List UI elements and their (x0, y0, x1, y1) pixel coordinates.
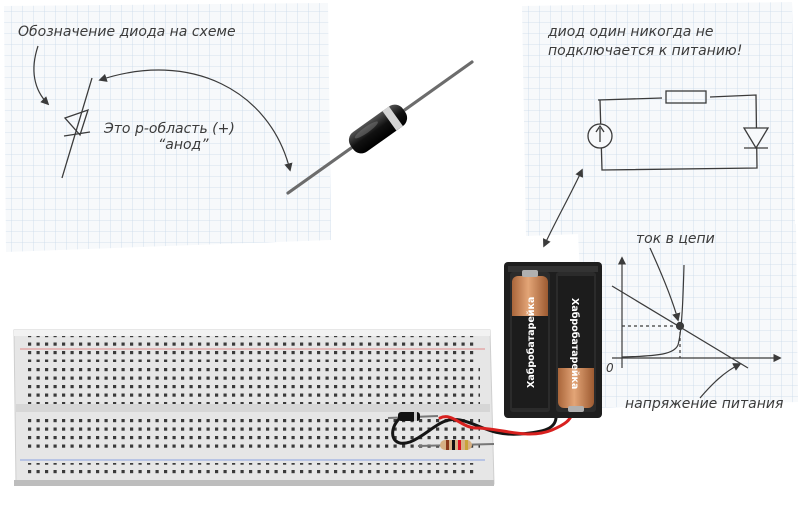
warning-note-line1: диод один никогда не (547, 24, 714, 40)
paper-sheet-right (522, 2, 798, 408)
breadboard (13, 329, 495, 486)
diode-component (286, 60, 474, 195)
black-wire (391, 416, 558, 445)
breadboard-resistor (417, 440, 495, 450)
warning-note-line2: подключается к питанию! (548, 43, 742, 59)
anode-note-line2: “анод” (158, 137, 209, 153)
iv-graph (611, 247, 782, 399)
breadboard-diode (387, 412, 439, 421)
caption-arrow (33, 45, 50, 106)
red-wire (438, 412, 574, 436)
battery-cell-right (558, 276, 594, 412)
schematic-to-battery-arrow (543, 168, 583, 248)
battery-brand-right: Хабробатарейка (569, 298, 580, 389)
origin-label: 0 (606, 361, 614, 375)
anode-note-line1: Это p-область (+) (103, 121, 235, 137)
voltage-label: напряжение питания (625, 396, 783, 412)
circuit-schematic (587, 90, 770, 171)
current-label: ток в цепи (636, 231, 715, 247)
symbol-to-diode-arrow (98, 69, 293, 172)
diode-symbol (61, 77, 93, 179)
battery-cell-left (512, 270, 548, 408)
symbol-caption: Обозначение диода на схеме (18, 24, 236, 40)
battery-brand-left: Хабробатарейка (526, 297, 537, 388)
